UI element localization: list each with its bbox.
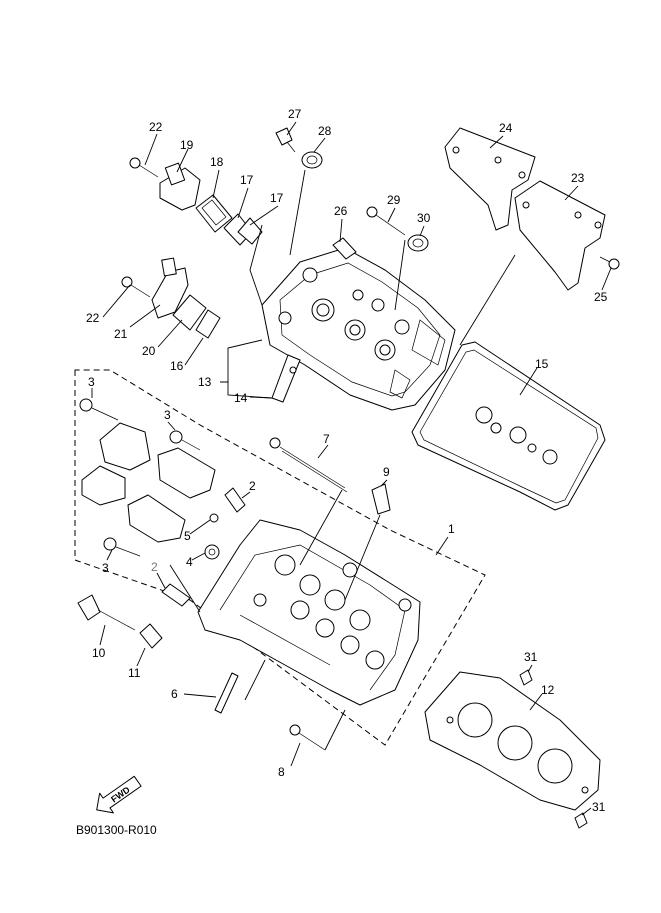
callout-17-b: 17 — [270, 191, 284, 205]
callout-1: 1 — [448, 522, 455, 536]
camshaft-cap-middle[interactable] — [127, 447, 216, 543]
callout-9: 9 — [383, 465, 390, 479]
callout-8: 8 — [278, 765, 285, 779]
callout-12: 12 — [541, 683, 555, 697]
callout-28: 28 — [318, 124, 332, 138]
callout-25: 25 — [594, 290, 608, 304]
callout-22-lower: 22 — [86, 311, 100, 325]
callout-3-low: 3 — [102, 561, 109, 575]
stud-bolt-6[interactable] — [214, 672, 239, 714]
plug-5[interactable] — [209, 513, 219, 523]
callout-2-upper: 2 — [249, 479, 256, 493]
callout-22-upper: 22 — [149, 120, 163, 134]
cylinder-head-cover[interactable] — [261, 247, 456, 411]
screen-11[interactable] — [139, 623, 163, 649]
callout-20: 20 — [142, 344, 156, 358]
callout-16: 16 — [170, 359, 184, 373]
reed-valve-16[interactable] — [195, 309, 221, 339]
cylinder-head[interactable] — [197, 519, 421, 706]
callout-24: 24 — [499, 121, 513, 135]
camshaft-cap-upper[interactable] — [81, 422, 151, 506]
cylinder-head-gasket[interactable] — [424, 671, 601, 811]
grommet-30[interactable] — [407, 234, 429, 252]
fwd-arrow-icon: FWD — [96, 775, 142, 814]
callout-29: 29 — [387, 193, 401, 207]
callout-27: 27 — [288, 107, 302, 121]
air-cut-valve-19[interactable] — [159, 162, 201, 211]
callout-3-mid: 3 — [164, 408, 171, 422]
union-bolt-4[interactable] — [204, 544, 220, 560]
dowel-31-upper[interactable] — [519, 669, 533, 686]
reference-code: B901300-R010 — [76, 823, 157, 837]
air-cut-valve-21[interactable] — [151, 257, 189, 319]
callout-19: 19 — [180, 138, 194, 152]
callout-5: 5 — [184, 529, 191, 543]
callout-14: 14 — [234, 391, 248, 405]
callouts: 1 2 2 3 3 3 4 5 6 7 8 9 10 11 12 13 14 1… — [86, 107, 608, 814]
bolt-3-low[interactable] — [103, 537, 141, 557]
plate-14[interactable] — [271, 354, 301, 403]
callout-3-top: 3 — [88, 375, 95, 389]
reed-valve-17b[interactable] — [237, 217, 263, 245]
bolt-3-mid[interactable] — [169, 430, 201, 451]
bolt-8[interactable] — [289, 724, 326, 751]
leader-lines — [91, 121, 612, 816]
callout-23: 23 — [571, 171, 585, 185]
callout-31-upper: 31 — [524, 650, 538, 664]
callout-13: 13 — [198, 375, 212, 389]
spark-plug-9[interactable] — [371, 483, 391, 515]
callout-11: 11 — [128, 666, 141, 680]
callout-2-lower: 2 — [151, 560, 158, 574]
assembly-dashed-outline — [74, 369, 486, 746]
callout-18: 18 — [210, 155, 224, 169]
callout-31-lower: 31 — [592, 800, 606, 814]
bracket-plate-24[interactable] — [444, 127, 536, 231]
reed-plate-18[interactable] — [195, 194, 233, 233]
stud-bolt-7[interactable] — [269, 437, 348, 493]
head-cover-gasket[interactable] — [411, 341, 606, 511]
dowel-26[interactable] — [332, 237, 357, 260]
oil-valve-10[interactable] — [77, 594, 136, 631]
grommet-28[interactable] — [301, 151, 323, 169]
bracket-plate-23[interactable] — [514, 180, 606, 291]
bolt-29[interactable] — [366, 206, 406, 236]
callout-15: 15 — [535, 357, 549, 371]
dowel-pin-2-upper[interactable] — [224, 487, 246, 513]
callout-7: 7 — [323, 432, 330, 446]
bolt-22-lower[interactable] — [121, 276, 151, 298]
callout-6: 6 — [171, 687, 178, 701]
callout-10: 10 — [92, 646, 106, 660]
callout-26: 26 — [334, 204, 348, 218]
callout-4: 4 — [186, 555, 193, 569]
bolt-25[interactable] — [599, 256, 620, 270]
dowel-pin-2-lower[interactable] — [161, 583, 191, 607]
bolt-27[interactable] — [275, 127, 296, 153]
bolt-22-upper[interactable] — [129, 157, 159, 178]
callout-30: 30 — [417, 211, 431, 225]
bolt-3-top[interactable] — [79, 398, 119, 421]
callout-21: 21 — [114, 327, 128, 341]
callout-17-a: 17 — [240, 173, 254, 187]
dowel-31-lower[interactable] — [574, 812, 588, 829]
